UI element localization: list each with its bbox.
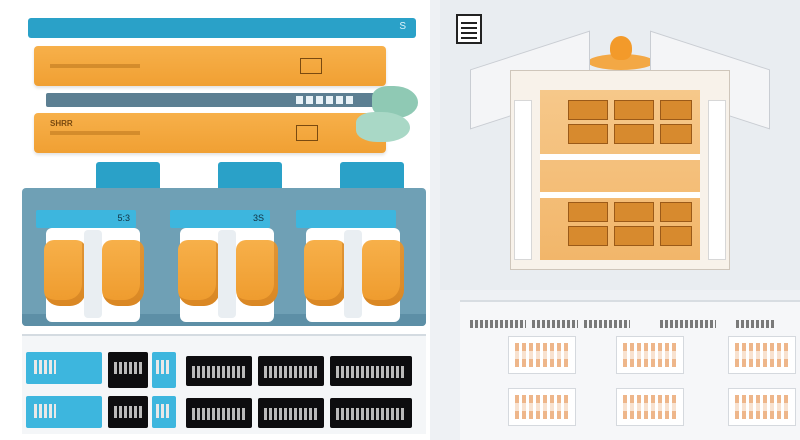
unit-card-1[interactable]: 5:3	[36, 210, 150, 322]
crate	[568, 226, 608, 246]
header-col-5	[736, 320, 776, 328]
table-cell[interactable]	[616, 336, 684, 374]
footer-black-button-7[interactable]	[330, 356, 412, 386]
crate	[660, 100, 692, 120]
table-cell[interactable]	[616, 388, 684, 426]
unit-1-label: 5:3	[36, 210, 136, 228]
tab-3[interactable]	[340, 162, 404, 188]
building-cutaway	[470, 30, 770, 270]
crate	[614, 202, 654, 222]
shelf	[540, 154, 700, 160]
crate	[660, 202, 692, 222]
unit-2-clamp	[218, 230, 236, 318]
row-1-icon[interactable]	[300, 58, 322, 74]
tab-1[interactable]	[96, 162, 160, 188]
warehouse-illustration	[440, 0, 800, 290]
logo-icon	[456, 14, 482, 44]
footer-black-button-5[interactable]	[258, 356, 324, 386]
unit-3-clamp	[344, 230, 362, 318]
footer-blue-button-2[interactable]	[26, 396, 102, 428]
top-bar-glyph: S	[399, 21, 406, 32]
shelf	[540, 192, 700, 198]
unit-card-3[interactable]	[296, 210, 410, 322]
footer-black-button-4[interactable]	[186, 398, 252, 428]
unit-1-clamp	[84, 230, 102, 318]
table-cell[interactable]	[508, 336, 576, 374]
footer-black-button-3[interactable]	[186, 356, 252, 386]
decor-blob-2	[356, 112, 410, 142]
footer-black-button-2[interactable]	[108, 396, 148, 428]
unit-2-pod-left	[178, 240, 220, 306]
footer-black-button-8[interactable]	[330, 398, 412, 428]
unit-2-code: 3S	[252, 213, 264, 223]
row-2-icon[interactable]	[296, 125, 318, 141]
row-1-subtext	[50, 64, 140, 68]
unit-3-pod-left	[304, 240, 346, 306]
crate	[614, 100, 654, 120]
unit-card-2[interactable]: 3S	[170, 210, 284, 322]
crate	[568, 124, 608, 144]
crate	[614, 226, 654, 246]
roof-ornament-base	[588, 54, 654, 70]
table-cell[interactable]	[508, 388, 576, 426]
footer-black-button-6[interactable]	[258, 398, 324, 428]
top-bar[interactable]: S	[28, 18, 416, 38]
footer-blue-small-1[interactable]	[152, 352, 176, 388]
header-col-2	[532, 320, 578, 328]
header-col-1	[470, 320, 526, 328]
footer-blue-button-1[interactable]	[26, 352, 102, 384]
unit-1-code: 5:3	[117, 213, 130, 223]
orange-row-1[interactable]	[34, 46, 386, 86]
footer-blue-2-glyph	[34, 404, 56, 418]
crate	[568, 202, 608, 222]
unit-1-pod-left	[44, 240, 86, 306]
unit-3-pod-right	[362, 240, 404, 306]
footer-black-button-1[interactable]	[108, 352, 148, 388]
table-header	[460, 320, 800, 332]
crate	[660, 226, 692, 246]
tab-2[interactable]	[218, 162, 282, 188]
footer-blue-small-2[interactable]	[152, 396, 176, 428]
unit-2-label: 3S	[170, 210, 270, 228]
crate	[660, 124, 692, 144]
stats-table	[460, 300, 800, 440]
pillar-right	[708, 100, 726, 260]
roof-ornament	[610, 36, 632, 60]
header-col-3	[584, 320, 630, 328]
row-2-subtext	[50, 131, 140, 135]
row-2-label: SHRR	[50, 119, 73, 128]
orange-row-2[interactable]: SHRR	[34, 113, 386, 153]
pillar-left	[514, 100, 532, 260]
unit-2-pod-right	[236, 240, 278, 306]
status-dots	[296, 96, 356, 104]
unit-3-label	[296, 210, 396, 228]
header-col-4	[660, 320, 716, 328]
footer-blue-1-glyph	[34, 360, 56, 374]
table-cell[interactable]	[728, 388, 796, 426]
control-footer	[22, 334, 426, 434]
table-cell[interactable]	[728, 336, 796, 374]
crate	[568, 100, 608, 120]
unit-1-pod-right	[102, 240, 144, 306]
status-bar	[46, 93, 376, 107]
left-panel: S SHRR 5:3	[0, 0, 430, 440]
crate	[614, 124, 654, 144]
storage-interior	[540, 90, 700, 260]
